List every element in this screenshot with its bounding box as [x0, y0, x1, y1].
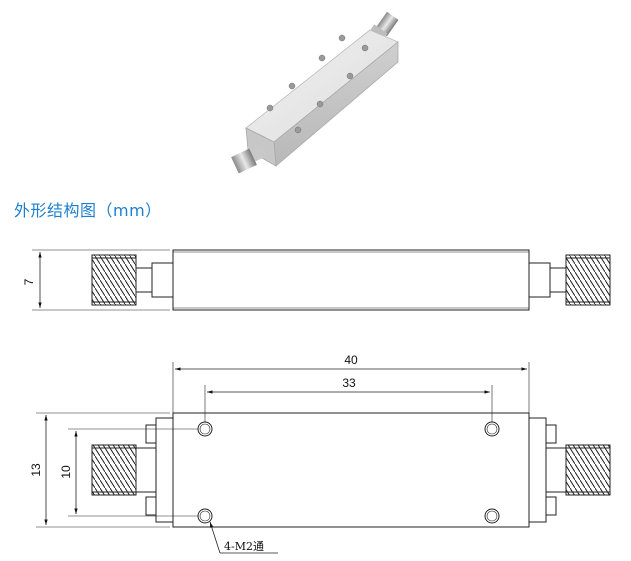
hole-height-dimension	[68, 428, 198, 517]
height-dimension	[36, 412, 170, 528]
hole-spacing-label: 33	[342, 376, 356, 390]
side-height-label: 7	[22, 278, 36, 285]
hole-note-label: 4-M2通	[224, 540, 264, 553]
length-label: 40	[344, 353, 358, 367]
section-title: 外形结构图（mm）	[14, 201, 162, 220]
height-label: 13	[29, 463, 43, 477]
hole-height-label: 10	[59, 465, 73, 479]
hole-note-leader	[209, 521, 278, 554]
top-body	[172, 412, 530, 528]
side-height-dimension	[32, 249, 170, 311]
side-right-connector	[528, 254, 611, 306]
top-right-connector	[528, 417, 611, 523]
side-left-connector	[91, 254, 174, 306]
bottom-connector	[231, 144, 268, 174]
top-view	[36, 362, 611, 554]
hole-bottom-right	[484, 508, 500, 524]
side-view	[32, 249, 611, 311]
hole-spacing-dimension	[204, 385, 493, 422]
product-photo	[231, 11, 399, 174]
length-dimension	[172, 362, 530, 413]
screw-heads	[266, 34, 369, 134]
top-left-connector	[91, 417, 174, 523]
side-body	[172, 249, 530, 311]
